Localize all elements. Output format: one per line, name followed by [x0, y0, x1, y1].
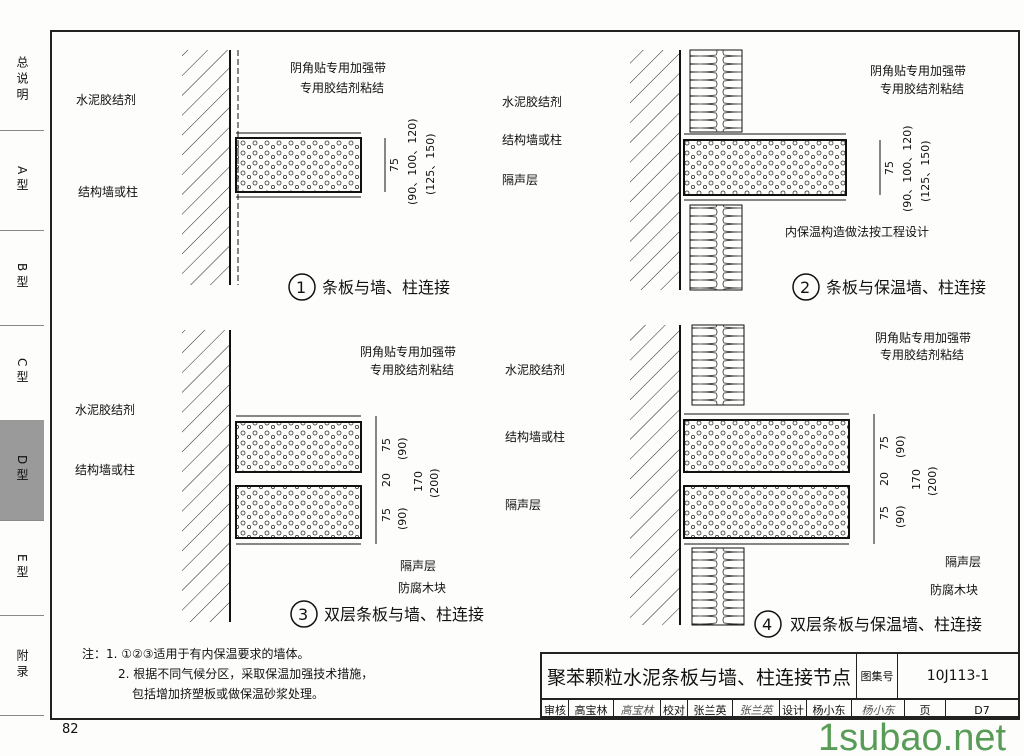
drawing-annotation: 专用胶结剂粘结: [880, 347, 964, 362]
designer-signature: 杨小东: [852, 700, 905, 720]
drawing-annotation: (90): [396, 437, 409, 460]
drawing-annotation: 专用胶结剂粘结: [880, 81, 964, 96]
drawing-annotation: 阴角贴专用加强带: [870, 63, 966, 78]
tab-general[interactable]: 总说明: [0, 30, 44, 131]
drawing-annotation: (90): [894, 435, 907, 458]
atlas-label: 图集号: [857, 654, 898, 698]
drawing-annotation: 条板与保温墙、柱连接: [826, 278, 986, 297]
title-block: 聚苯颗粒水泥条板与墙、柱连接节点 图集号 10J113-1 审核 高宝林 高宝林…: [540, 652, 1020, 720]
drawing-annotation: 防腐木块: [930, 582, 978, 597]
tab-label: C型: [15, 358, 29, 387]
drawing-annotation: 隔声层: [400, 559, 436, 573]
drawing-annotation: 170: [412, 471, 425, 492]
drawing-annotation: (90、100、120): [406, 118, 419, 205]
page-number: 82: [62, 722, 79, 737]
drawing-annotation: 双层条板与墙、柱连接: [324, 605, 484, 624]
drawing-annotation: 水泥胶结剂: [502, 94, 562, 109]
drawing-annotation: 条板与墙、柱连接: [322, 278, 450, 297]
tab-label: A型: [15, 165, 29, 195]
drawing-annotation: 专用胶结剂粘结: [370, 362, 454, 377]
watermark: 1subao.net: [818, 717, 1007, 756]
drawing-annotation: 结构墙或柱: [505, 429, 565, 444]
drawing-annotation: 隔声层: [502, 173, 538, 187]
atlas-number: 10J113-1: [926, 668, 990, 684]
drawing-annotation: 专用胶结剂粘结: [300, 80, 384, 95]
drawing-annotation: (90): [396, 507, 409, 530]
tab-d[interactable]: D型: [0, 420, 44, 521]
drawing-annotation: 防腐木块: [398, 580, 446, 595]
note-2-cont: 包括增加挤塑板或做保温砂浆处理。: [132, 687, 325, 701]
drawing-title: 聚苯颗粒水泥条板与墙、柱连接节点: [542, 654, 857, 698]
review-label: 审核: [542, 700, 569, 720]
drawing-annotation: 20: [878, 472, 891, 486]
drawing-annotation: 1: [296, 278, 306, 297]
note-1: 注：1. ①②③适用于有内保温要求的墙体。: [82, 647, 310, 661]
drawing-annotation: 阴角贴专用加强带: [360, 344, 456, 359]
drawing-annotation: 2: [800, 278, 810, 297]
tab-label: 总说明: [15, 56, 29, 104]
tab-appendix[interactable]: 附录: [0, 615, 44, 716]
drawing-annotation: 4: [762, 615, 772, 634]
tab-label: E型: [15, 553, 29, 582]
drawing-annotation: 3: [298, 605, 308, 624]
drawing-annotation: 75: [883, 161, 896, 175]
drawing-annotation: 内保温构造做法按工程设计: [785, 224, 929, 239]
design-label: 设计: [780, 700, 807, 720]
drawing-annotation: (125、150): [919, 140, 932, 202]
drawing-annotation: 水泥胶结剂: [505, 362, 565, 377]
tab-b[interactable]: B型: [0, 230, 44, 326]
drawing-annotation: (200): [926, 466, 939, 496]
drawing-annotation: (90): [894, 505, 907, 528]
drawing-annotation: 水泥胶结剂: [75, 402, 135, 417]
drawing-annotation: 结构墙或柱: [78, 184, 138, 199]
drawing-annotation: 75: [388, 158, 401, 172]
check-label: 校对: [661, 700, 688, 720]
page-code: D7: [974, 703, 990, 717]
drawing-annotation: 75: [878, 436, 891, 450]
tab-label: D型: [15, 455, 29, 485]
drawing-annotation: 20: [380, 473, 393, 487]
drawing-annotation: (200): [428, 468, 441, 498]
reviewer: 高宝林: [569, 700, 614, 720]
drawing-annotation: (90、100、120): [901, 125, 914, 212]
tab-e[interactable]: E型: [0, 520, 44, 616]
checker-signature: 张兰英: [733, 700, 780, 720]
note-2: 2. 根据不同气候分区，采取保温加强技术措施，: [118, 667, 374, 681]
drawing-annotation: 结构墙或柱: [75, 462, 135, 477]
tab-a[interactable]: A型: [0, 130, 44, 231]
drawing-annotation: 75: [878, 506, 891, 520]
drawing-annotation: 隔声层: [945, 555, 981, 569]
drawing-frame: [50, 30, 1020, 720]
notes: 注：1. ①②③适用于有内保温要求的墙体。 2. 根据不同气候分区，采取保温加强…: [82, 644, 373, 704]
drawing-annotation: 阴角贴专用加强带: [290, 60, 386, 75]
drawing-annotation: 75: [380, 508, 393, 522]
tab-label: 附录: [15, 649, 29, 681]
drawing-annotation: 双层条板与保温墙、柱连接: [790, 615, 982, 634]
drawing-annotation: 水泥胶结剂: [76, 92, 136, 107]
drawing-annotation: 170: [910, 469, 923, 490]
drawing-annotation: 阴角贴专用加强带: [875, 330, 971, 345]
designer: 杨小东: [807, 700, 852, 720]
drawing-annotation: (125、150): [424, 133, 437, 195]
page-label: 页: [905, 700, 946, 720]
reviewer-signature: 高宝林: [614, 700, 661, 720]
drawing-annotation: 结构墙或柱: [502, 132, 562, 147]
checker: 张兰英: [688, 700, 733, 720]
drawing-annotation: 隔声层: [505, 498, 541, 512]
drawing-annotation: 75: [380, 438, 393, 452]
tab-label: B型: [15, 263, 29, 292]
